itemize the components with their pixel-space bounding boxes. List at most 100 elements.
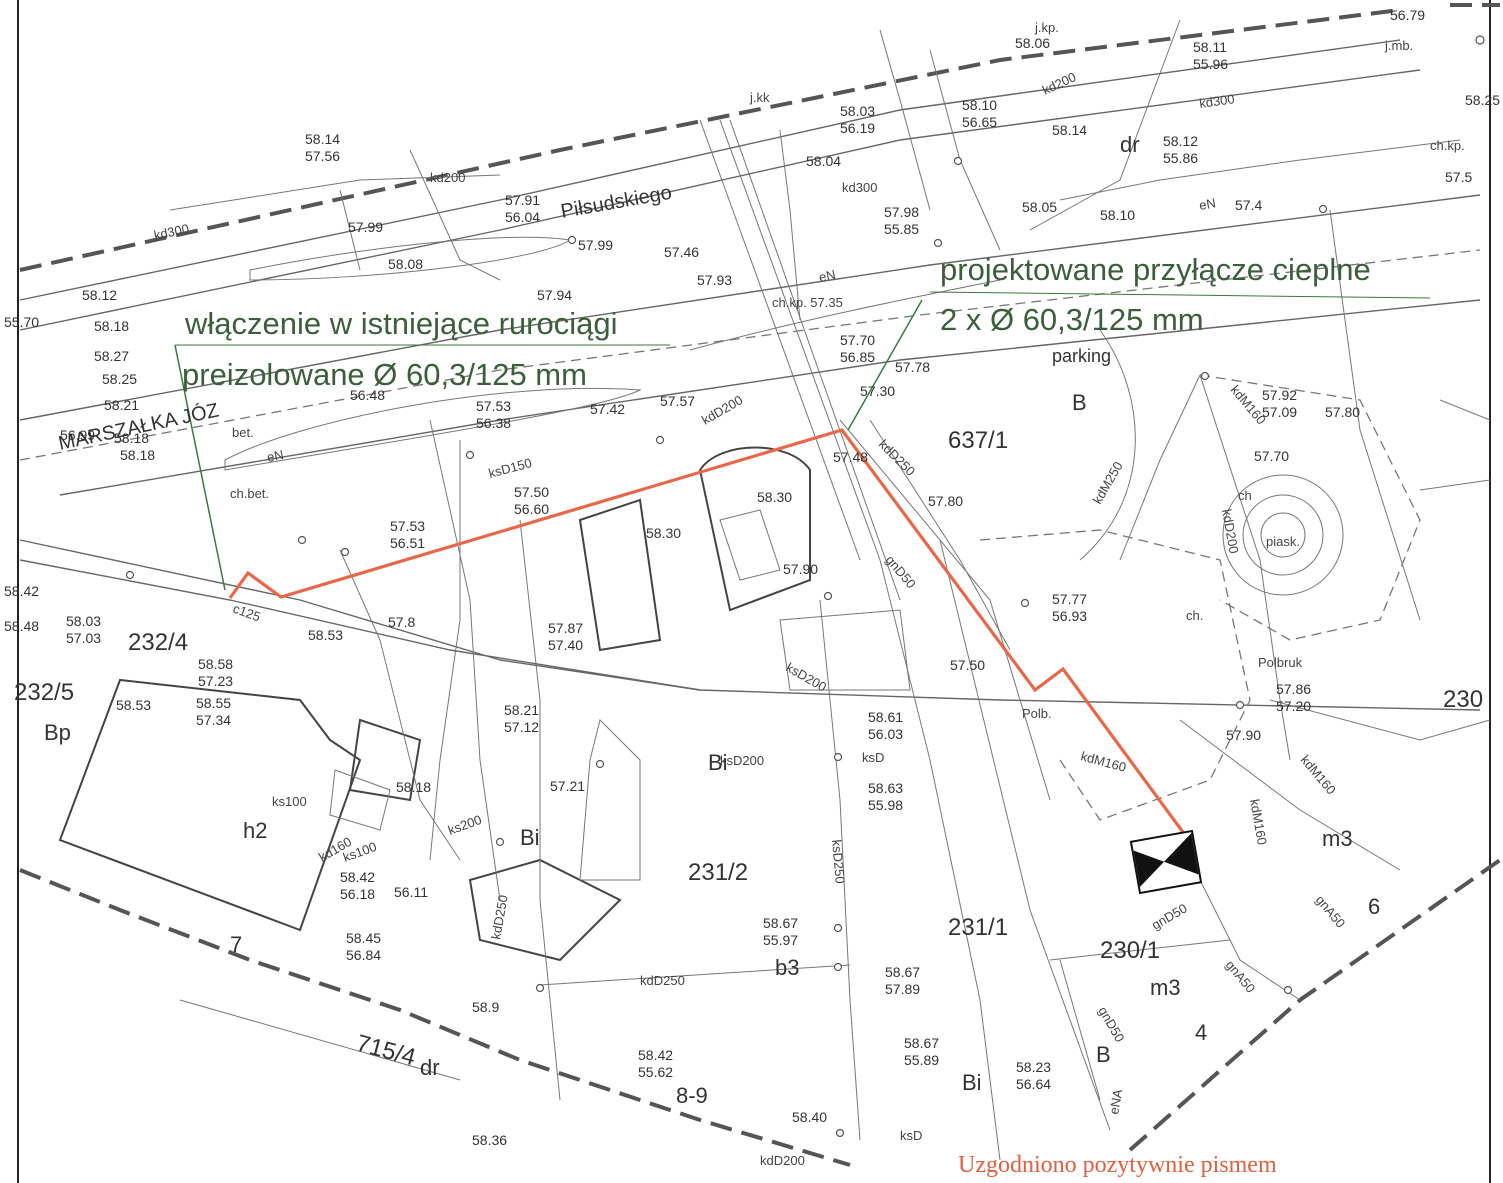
elevation: 56.19: [840, 120, 875, 136]
pipe-label: eN: [818, 267, 837, 285]
pipe-label: ksD200: [720, 753, 764, 768]
pipe-label: kd300: [1198, 91, 1235, 111]
elevation: 55.62: [638, 1064, 673, 1080]
plot-715-4: 715/4: [353, 1030, 418, 1072]
ch-label: ch: [1238, 488, 1252, 503]
zone-label: 6: [1368, 894, 1380, 919]
elevation: 57.93: [697, 272, 732, 288]
pipe-label: kdD200: [760, 1153, 805, 1168]
pipe-label: eN: [266, 447, 285, 465]
elevation: 58.14: [1052, 122, 1087, 138]
elevation: 58.25: [1465, 92, 1500, 108]
elevation: 57.89: [885, 981, 920, 997]
elevation: 58.03: [66, 613, 101, 629]
jmb-label: j.mb.: [1384, 38, 1413, 53]
elevation: 56.48: [350, 387, 385, 403]
elevation: 57.48: [833, 449, 868, 465]
plot-637-1: 637/1: [948, 427, 1008, 454]
pipe-label: kdD200: [699, 392, 745, 427]
elevation: 58.9: [472, 999, 499, 1015]
pipe-label: eN: [1198, 195, 1217, 213]
pipe-label: kdD250: [876, 437, 918, 479]
chkp-label: ch.kp.: [1430, 138, 1465, 153]
pipe-label: kd200: [430, 170, 465, 185]
elevation: 55.85: [884, 221, 919, 237]
elevation: 56.79: [1390, 7, 1425, 23]
elevation: 58.21: [504, 702, 539, 718]
pipe-label: kdD200: [1219, 508, 1242, 555]
leader-lines: [174, 291, 1431, 591]
elevation: 56.51: [390, 535, 425, 551]
elevation: 58.12: [1163, 133, 1198, 149]
elevation: 58.08: [388, 256, 423, 272]
zone-label: B: [1072, 390, 1087, 415]
elevation: 57.91: [505, 192, 540, 208]
approval-stamp: Uzgodniono pozytywnie pismem: [958, 1152, 1277, 1178]
heat-chamber-symbol: [1129, 829, 1203, 895]
elevation: 58.42: [4, 583, 39, 599]
pipe-label: ks100: [272, 794, 307, 809]
elevation: 56.38: [476, 415, 511, 431]
elevation: 57.80: [928, 493, 963, 509]
pipe-label: ksD: [900, 1128, 922, 1143]
parcel-boundaries: [19, 3, 1502, 1167]
elevation: 57.23: [198, 673, 233, 689]
elevation: 58.63: [868, 780, 903, 796]
elevation: 57.57: [660, 393, 695, 409]
street-name: Piłsudskiego: [559, 182, 673, 223]
elevation: 58.18: [114, 430, 149, 446]
pipe-label: gnA50: [1313, 892, 1349, 930]
zone-label: Bp: [44, 720, 71, 745]
elevation: 58.40: [792, 1109, 827, 1125]
zone-label: Bi: [708, 750, 728, 775]
elevation: 57.53: [476, 398, 511, 414]
plot-231-1: 231/1: [948, 914, 1008, 941]
elevation: 58.58: [198, 656, 233, 672]
elevation: 56.84: [346, 947, 381, 963]
elevation: 55.97: [763, 932, 798, 948]
elevation: 58.10: [1100, 207, 1135, 223]
elevation: 57.86: [1276, 681, 1311, 697]
connection-annotation-line2: preizolowane Ø 60,3/125 mm: [182, 357, 587, 392]
zone-label: 4: [1195, 1020, 1207, 1045]
heat-connection-route: [228, 428, 1187, 836]
elevation: 58.04: [806, 153, 841, 169]
pipe-label: kdM160: [1298, 752, 1339, 797]
elevation: 56.11: [394, 884, 428, 900]
pipe-label: kd300: [842, 180, 877, 195]
zone-label: b3: [775, 955, 799, 980]
pipe-label: kd300: [153, 221, 191, 243]
pipe-label: ksD150: [487, 455, 533, 481]
pipe-label: kdD250: [488, 894, 511, 941]
project-annotation-line1: projektowane przyłącze cieplne: [940, 252, 1371, 287]
elevation: 57.21: [550, 778, 585, 794]
elevation: 55.98: [868, 797, 903, 813]
elevation: 57.90: [783, 561, 818, 577]
elevation: 56.18: [340, 886, 375, 902]
chkp-elev-label: ch.kp. 57.35: [772, 295, 843, 310]
elevation: 56.60: [514, 501, 549, 517]
survey-points: [125, 35, 1485, 1138]
plot-232-4: 232/4: [128, 629, 188, 656]
jkk-label: j.kk: [749, 90, 770, 105]
pipe-label: gnD50: [1149, 900, 1190, 932]
plot-230: 230: [1443, 686, 1483, 713]
elevation: 58.53: [116, 697, 151, 713]
zone-label: B: [1096, 1042, 1111, 1067]
elevation: 58.23: [1016, 1059, 1051, 1075]
pipe-label: gnA50: [1223, 957, 1259, 995]
plot-231-2: 231/2: [688, 859, 748, 886]
elevation: 57.53: [390, 518, 425, 534]
elevation: 58.03: [840, 103, 875, 119]
elevation: 58.11: [1193, 39, 1227, 55]
elevation: 57.12: [504, 719, 539, 735]
elevation: 57.8: [388, 614, 415, 630]
elevation: 57.50: [514, 484, 549, 500]
parking-label: parking: [1052, 346, 1111, 366]
elevation: 58.06: [1015, 35, 1050, 51]
elevation: 58.05: [1022, 199, 1057, 215]
elevation: 55.96: [1193, 56, 1228, 72]
elevation: 58.18: [396, 779, 431, 795]
utility-lines: [169, 19, 1461, 1161]
elevation: 58.21: [104, 397, 139, 413]
